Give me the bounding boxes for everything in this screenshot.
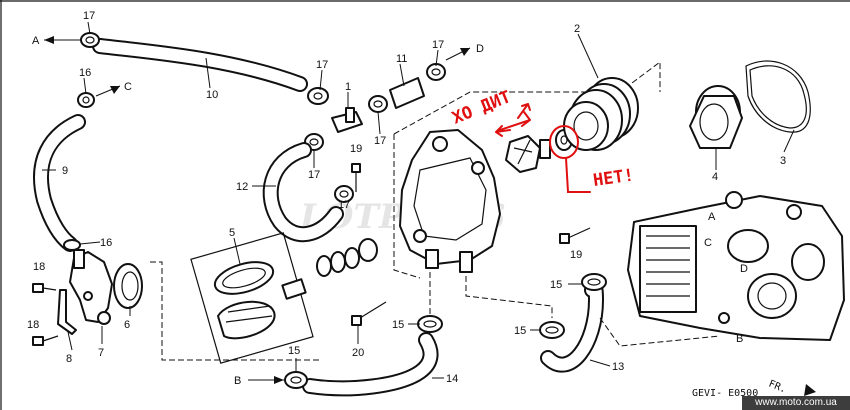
engine-block: [627, 191, 845, 341]
svg-text:FR.: FR.: [767, 379, 788, 396]
spacer-11: [389, 77, 425, 109]
label-10: 10: [206, 89, 218, 101]
label-13: 13: [612, 361, 624, 373]
label-19-b: 19: [570, 249, 582, 261]
ref-a-engine: A: [708, 211, 716, 223]
ref-b-engine: B: [736, 333, 743, 345]
label-5: 5: [229, 227, 235, 239]
annotation-pointer: [565, 157, 591, 193]
label-1: 1: [345, 81, 351, 93]
thermostat-housing-7: [69, 249, 113, 325]
label-4: 4: [712, 171, 718, 183]
annotation-arrow-left: [495, 125, 511, 137]
label-14: 14: [446, 373, 458, 385]
clamp-15-c: [539, 321, 565, 339]
ref-c-engine: C: [704, 237, 712, 249]
label-7: 7: [98, 347, 104, 359]
ref-d-engine: D: [740, 263, 748, 275]
clamp-15-b: [284, 371, 308, 389]
label-17-e: 17: [338, 199, 350, 211]
label-16-top: 16: [79, 67, 91, 79]
label-12: 12: [236, 181, 248, 193]
hose-9: [33, 114, 86, 252]
drawing-code: GEVI- E0500: [692, 388, 758, 399]
label-17-c: 17: [432, 39, 444, 51]
bracket-8: [57, 289, 77, 335]
annotation-circle: [549, 125, 579, 159]
clamp-15-d: [581, 273, 607, 291]
leader-engine-b: [599, 317, 721, 347]
leader-pump-left: [393, 134, 421, 279]
gasket-3: [745, 60, 811, 133]
bolt-19-b: [559, 227, 591, 244]
hose-14: [302, 332, 439, 397]
label-19-a: 19: [350, 143, 362, 155]
ref-c-top: C: [124, 81, 132, 93]
hose-10: [92, 38, 308, 92]
clamp-16-lower: [63, 239, 81, 251]
label-2: 2: [574, 23, 580, 35]
clamp-17-c: [426, 63, 446, 81]
water-pump-body: [399, 129, 501, 273]
clamp-15-a: [417, 315, 443, 333]
leader-lower-left: [150, 261, 320, 361]
annotation-left: ХО ДИТ: [449, 87, 513, 129]
label-18-b: 18: [27, 319, 39, 331]
annotation-right: НЕТ!: [592, 165, 635, 191]
bolt-20: [351, 301, 387, 326]
ref-a-left: A: [32, 35, 40, 47]
annotation-arrow-up: [517, 103, 531, 119]
seal-kit-5: [190, 232, 314, 364]
clamp-17-b: [368, 95, 388, 113]
label-9: 9: [62, 165, 68, 177]
label-15-b: 15: [288, 345, 300, 357]
hose-12: [262, 142, 344, 243]
ref-b-arrow-left: [248, 376, 284, 384]
leader-hose-13: [465, 276, 553, 318]
thermostat-6: [113, 263, 143, 309]
part-labels: 17 16 10 17 1 11 17 17 17 19 17 2 3 4 5 …: [27, 10, 786, 385]
seal-4: [689, 85, 743, 149]
bolt-18-b: [32, 335, 59, 346]
pump-cover-2: [563, 77, 639, 151]
seal-rings: [281, 238, 378, 300]
label-17-a: 17: [316, 59, 328, 71]
label-15-d: 15: [550, 279, 562, 291]
bolt-19-a: [351, 163, 361, 192]
impeller: [505, 135, 551, 173]
reference-letters: A C D B A C D B: [32, 35, 748, 387]
label-8: 8: [66, 353, 72, 365]
label-20: 20: [352, 347, 364, 359]
clamp-16-top: [77, 92, 95, 108]
label-16-lower: 16: [100, 237, 112, 249]
clamp-17-e: [334, 185, 354, 203]
front-mark: FR.: [767, 379, 816, 396]
clamp-17-top-left: [80, 32, 100, 48]
ref-b-left: B: [234, 375, 241, 387]
ref-d-arrow: [445, 47, 471, 61]
label-15-c: 15: [514, 325, 526, 337]
callout-leaders: [42, 21, 795, 379]
fitting-1: [331, 107, 363, 133]
bolt-18-a: [32, 283, 57, 293]
annotation-arrow-right: [499, 111, 531, 131]
label-17-d: 17: [308, 169, 320, 181]
ref-a-arrow: [44, 36, 80, 44]
clamp-17-a: [307, 87, 329, 105]
label-11: 11: [396, 53, 407, 65]
label-17-b: 17: [374, 135, 386, 147]
site-url: www.moto.com.ua: [742, 396, 850, 410]
label-3: 3: [780, 155, 786, 167]
label-15-a: 15: [392, 319, 404, 331]
ref-c-arrow: [95, 85, 121, 97]
label-6: 6: [124, 319, 130, 331]
label-18-a: 18: [33, 261, 45, 273]
ref-d-top: D: [476, 43, 484, 55]
label-17-top-left: 17: [83, 10, 95, 22]
